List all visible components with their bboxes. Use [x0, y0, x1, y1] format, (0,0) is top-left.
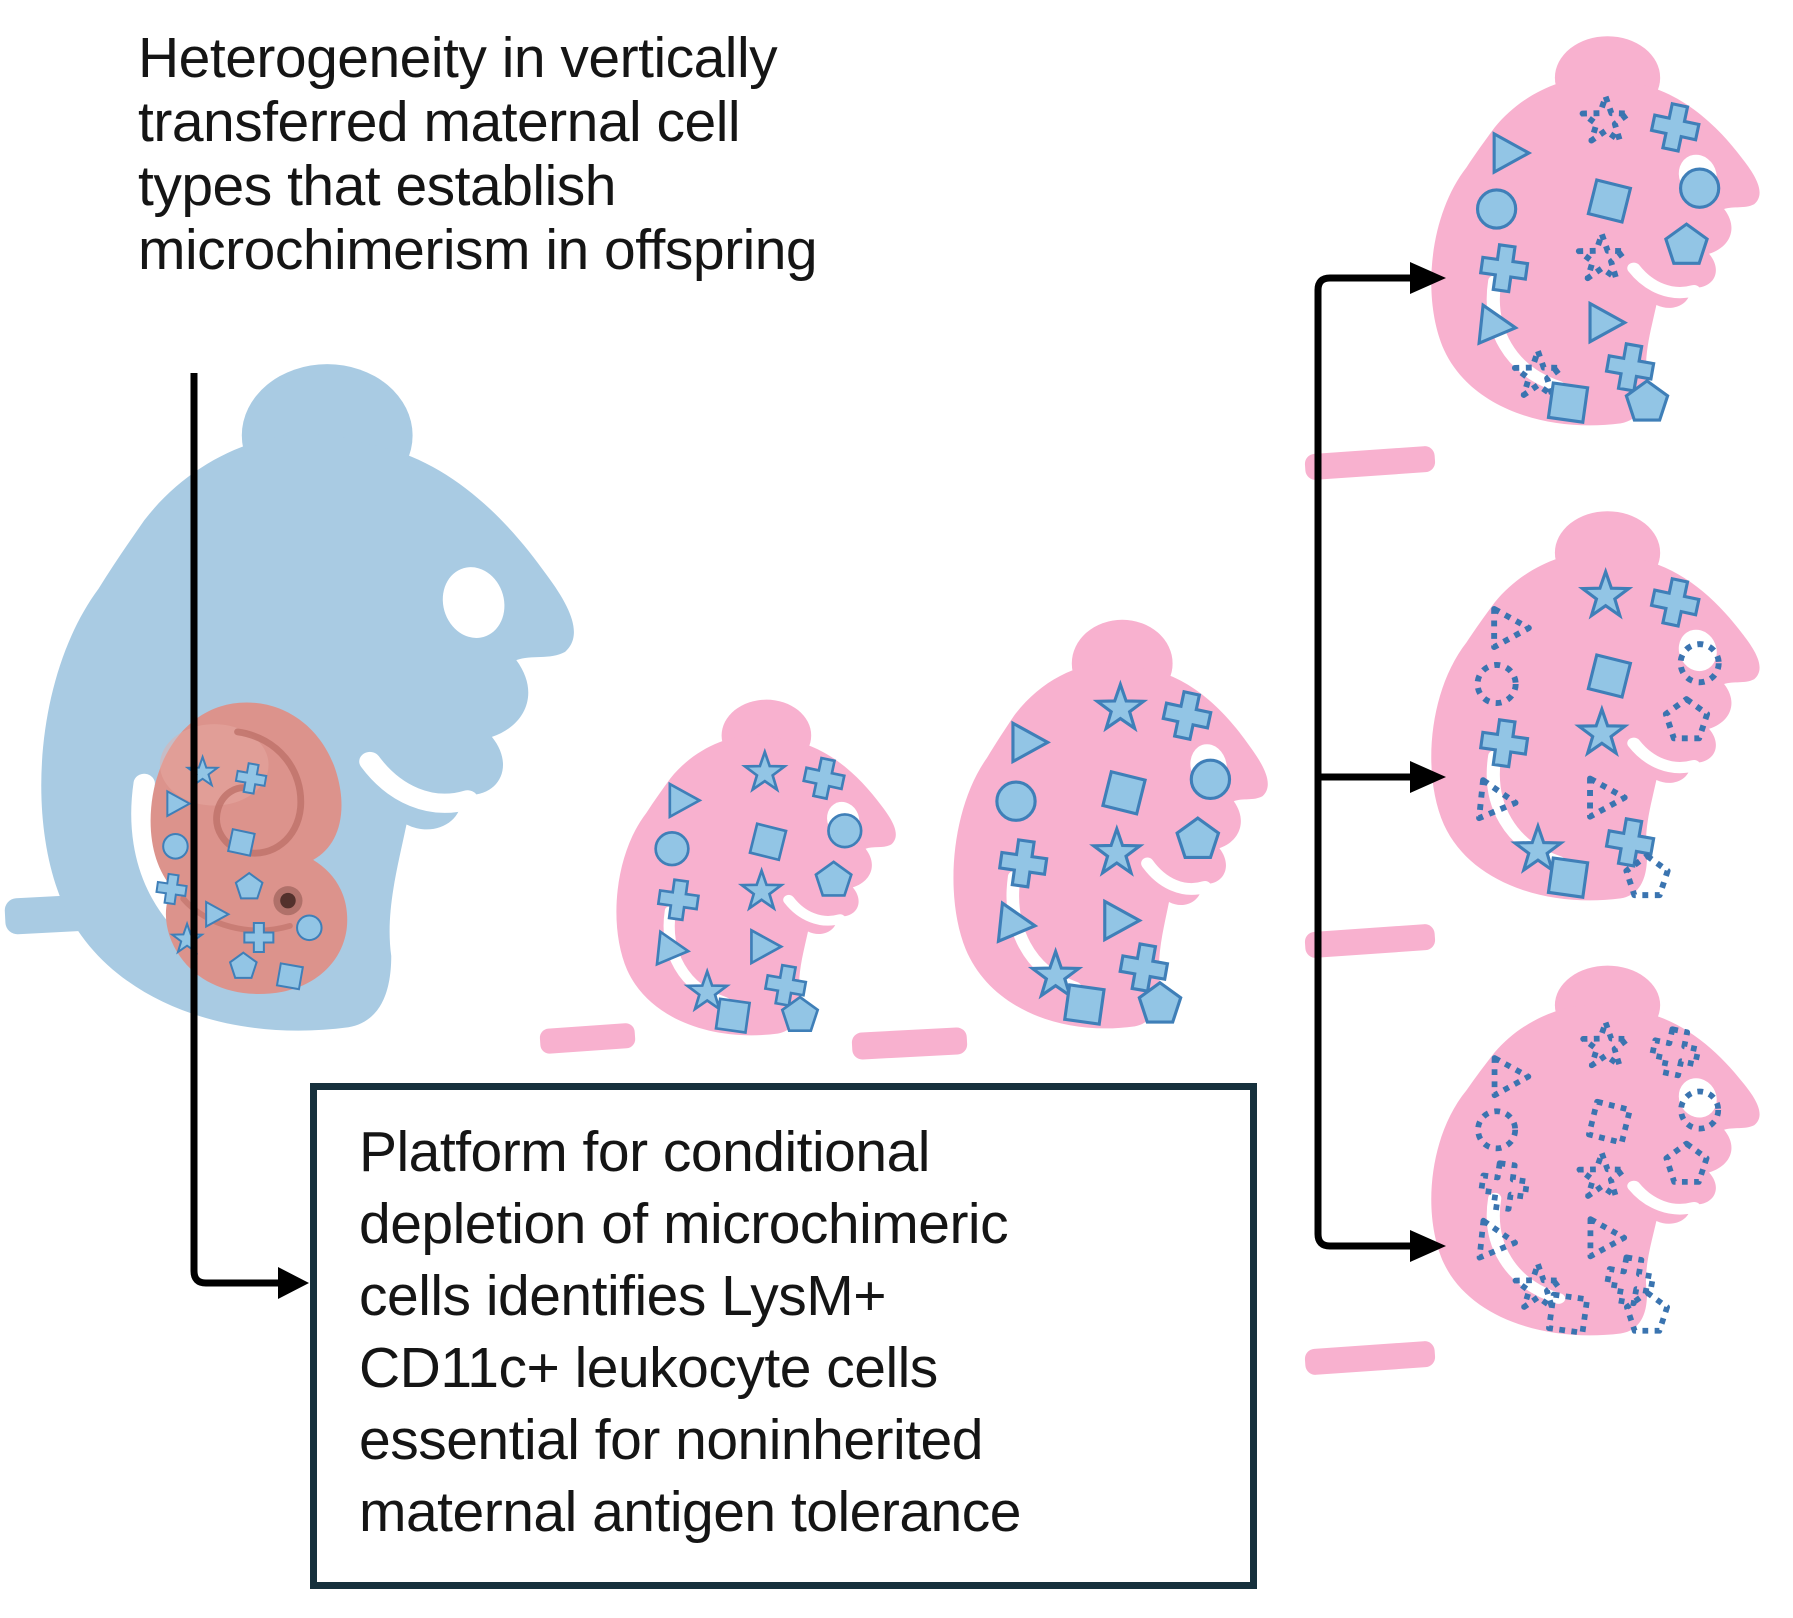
figure-title-line: Heterogeneity in vertically — [138, 26, 778, 90]
square-cell-icon — [1546, 381, 1590, 424]
offspring-mouse-large — [851, 620, 1267, 1060]
square-cell-icon — [1101, 770, 1147, 816]
variant-mouse-top — [1304, 36, 1759, 480]
conclusion-line: maternal antigen tolerance — [359, 1480, 1021, 1544]
conclusion-line: cells identifies LysM+ — [359, 1264, 887, 1328]
circle-cell-icon — [162, 833, 189, 860]
conclusion-line: essential for noninherited — [359, 1408, 983, 1472]
circle-cell-icon — [1189, 758, 1232, 801]
conclusion-text: Platform for conditional depletion of mi… — [317, 1090, 1250, 1548]
circle-cell-icon — [1679, 167, 1721, 209]
circle-cell-icon — [827, 813, 863, 849]
offspring-mouse-small — [539, 700, 896, 1054]
square-cell-icon — [1063, 983, 1106, 1026]
square-cell-icon — [714, 997, 751, 1034]
conclusion-line: depletion of microchimeric — [359, 1192, 1009, 1256]
square-cell-icon — [1586, 178, 1632, 224]
circle-cell-icon — [1475, 188, 1518, 230]
figure-title-line: transferred maternal cell — [138, 90, 741, 154]
arrowhead-icon — [1410, 262, 1446, 294]
square-cell-icon — [748, 822, 788, 862]
conclusion-box: Platform for conditional depletion of mi… — [310, 1083, 1257, 1589]
figure-title: Heterogeneity in vertically transferred … — [138, 26, 998, 282]
conclusion-line: Platform for conditional — [359, 1120, 930, 1184]
variant-mouse-bottom — [1304, 966, 1759, 1375]
square-cell-icon — [275, 962, 304, 991]
circle-cell-icon — [995, 780, 1037, 822]
square-cell-icon — [227, 828, 256, 857]
mother-mouse — [4, 364, 574, 1030]
figure-title-line: microchimerism in offspring — [138, 218, 818, 282]
circle-cell-icon — [296, 914, 323, 942]
square-cell-icon — [1586, 653, 1632, 699]
arrowhead-icon — [1410, 761, 1446, 793]
arrowhead-icon — [1410, 1230, 1446, 1262]
conclusion-line: CD11c+ leukocyte cells — [359, 1336, 938, 1400]
arrowhead-icon — [278, 1267, 309, 1299]
circle-cell-icon — [654, 831, 690, 867]
variant-mouse-middle — [1304, 511, 1759, 958]
embryo-eye — [280, 892, 296, 909]
arrow-embryo-to-box — [190, 373, 309, 1299]
embryo — [150, 702, 348, 994]
square-cell-icon — [1546, 856, 1590, 899]
arrow-branch-to-variants — [1314, 262, 1446, 1262]
embryo-head-spiral — [213, 728, 305, 857]
figure-title-line: types that establish — [138, 154, 616, 218]
